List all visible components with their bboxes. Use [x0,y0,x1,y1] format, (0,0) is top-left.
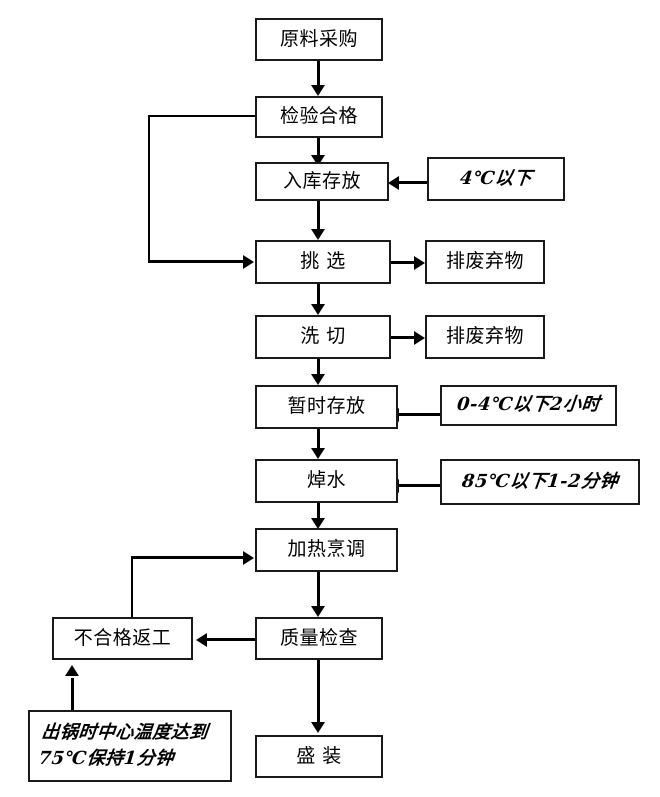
node-label-quality-check: 质量检查 [279,626,358,649]
note-label-core-temp-spec-line1: 出锅时中心温度达到 [40,721,210,743]
node-plating[interactable]: 盛 装 [255,735,383,778]
note-label-core-temp-spec-line2: 75℃保持1分钟 [37,748,175,769]
node-warehouse-storage[interactable]: 入库存放 [255,162,389,201]
connector-tempstorage-to-blanching [317,428,320,452]
arrowhead-loop-into-cooking [243,551,254,565]
connector-storage-to-sorting [317,200,320,233]
arrowhead-purchase-to-inspection [311,85,325,96]
note-temp-storage-spec[interactable]: 0-4℃以下2小时 [440,385,617,426]
node-label-inspection-pass: 检验合格 [279,105,358,128]
node-label-heat-cooking: 加热烹调 [287,538,366,561]
note-label-temp-storage-spec: 0-4℃以下2小时 [455,394,602,416]
node-label-rework-nonconforming: 不合格返工 [73,626,172,649]
node-sorting[interactable]: 挑 选 [255,240,391,284]
arrowhead-blanching-to-cooking [311,518,325,529]
arrowhead-loop-into-sorting [243,255,254,269]
connector-purchase-to-inspection [317,60,320,90]
loop-inspection-left-segment [148,115,256,117]
node-waste-discard-1[interactable]: 排废弃物 [425,240,545,284]
node-rework-nonconforming[interactable]: 不合格返工 [52,617,193,660]
arrowhead-coretempspec-to-rework [65,665,79,676]
note-blanching-spec[interactable]: 85℃以下1-2分钟 [440,459,640,505]
note-label-blanching-spec: 85℃以下1-2分钟 [460,470,620,492]
arrowhead-qualitycheck-to-rework [196,633,207,647]
node-label-waste-discard-2: 排废弃物 [445,325,524,348]
connector-blanchspec-to-blanching [398,484,442,487]
node-label-sorting: 挑 选 [300,250,346,273]
node-label-wash-cut: 洗 切 [300,325,346,348]
connector-cooking-to-qualitycheck [317,571,320,609]
loop-rework-to-cooking-segment [131,556,245,559]
node-label-temp-storage: 暂时存放 [287,395,366,418]
note-label-storage-temp: 4℃以下 [458,167,534,189]
connector-qualitycheck-to-plating [317,660,320,725]
node-raw-material-purchase[interactable]: 原料采购 [255,18,383,61]
connector-tempspec-to-tempstorage [398,413,442,416]
node-temp-storage[interactable]: 暂时存放 [255,385,398,429]
arrowhead-cooking-to-qualitycheck [311,606,325,617]
arrowhead-qualitycheck-to-plating [311,722,325,733]
loop-inspection-to-sorting-segment [148,260,246,263]
connector-blanching-to-cooking [317,502,320,522]
arrowhead-sorting-to-waste1 [414,256,425,270]
node-blanching[interactable]: 焯水 [255,459,398,503]
connector-sorting-to-waste1 [390,261,418,264]
node-label-raw-material-purchase: 原料采购 [279,27,358,50]
connector-washcut-to-waste2 [390,336,418,339]
loop-inspection-vertical-segment [148,115,150,263]
arrowhead-storage-to-sorting [311,229,325,240]
node-inspection-pass[interactable]: 检验合格 [255,96,383,138]
node-waste-discard-2[interactable]: 排废弃物 [425,315,545,359]
note-core-temp-spec-lines: 出锅时中心温度达到 75℃保持1分钟 [27,720,232,772]
arrowhead-washcut-to-tempstorage [311,374,325,385]
arrowhead-inspection-to-storage [311,155,325,166]
node-heat-cooking[interactable]: 加热烹调 [255,528,398,572]
node-quality-check[interactable]: 质量检查 [255,617,383,660]
loop-rework-vertical-segment [131,557,133,619]
arrowhead-tempstorage-to-blanching [311,448,325,459]
connector-sorting-to-washcut [317,283,320,309]
arrowhead-washcut-to-waste2 [414,331,425,345]
node-label-warehouse-storage: 入库存放 [282,169,361,192]
node-wash-cut[interactable]: 洗 切 [255,315,391,359]
connector-inspection-to-storage [317,137,320,159]
connector-storagetemp-to-warehouse [398,181,428,184]
connector-qualitycheck-to-rework [207,638,255,641]
connector-coretempspec-to-rework [71,678,74,712]
arrowhead-storagetemp-to-warehouse [388,176,399,190]
note-storage-temp[interactable]: 4℃以下 [427,157,565,201]
node-label-waste-discard-1: 排废弃物 [445,250,524,273]
note-core-temp-spec[interactable]: 出锅时中心温度达到 75℃保持1分钟 [28,710,232,782]
node-label-blanching: 焯水 [306,469,346,492]
node-label-plating: 盛 装 [296,744,342,767]
arrowhead-sorting-to-washcut [311,304,325,315]
connector-washcut-to-tempstorage [317,358,320,378]
